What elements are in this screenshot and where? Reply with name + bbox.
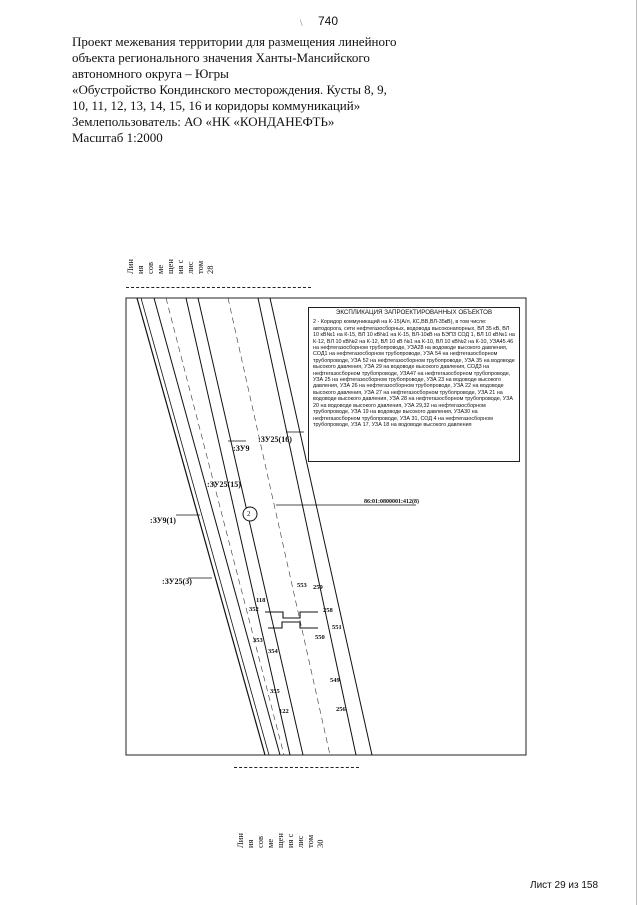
header-line: 10, 11, 12, 13, 14, 15, 16 и коридоры ко…: [72, 98, 361, 113]
point-number: 256: [336, 706, 346, 713]
bottom-label-part: Лин: [235, 833, 245, 848]
crossing-outline: [268, 621, 318, 629]
point-number: 259: [313, 584, 323, 591]
bottom-label-part: сов: [255, 835, 265, 848]
point-number: 118: [256, 597, 266, 604]
corridor-boundary-line: [136, 297, 266, 756]
parcel-label: :ЗУ25(16): [258, 435, 292, 444]
legend-box: ЭКСПЛИКАЦИЯ ЗАПРОЕКТИРОВАННЫХ ОБЪЕКТОВ 2…: [308, 307, 520, 462]
header-line: «Обустройство Кондинского месторождения.…: [72, 82, 387, 97]
corridor-marker-number: 2: [247, 510, 251, 518]
legend-body: 2 - Коридор коммуникаций на К-15(А/л, КС…: [313, 319, 515, 428]
bottom-label-part: ия с: [285, 833, 295, 848]
header-line: Землепользователь: АО «НК «КОНДАНЕФТЬ»: [72, 114, 335, 129]
header-line: Проект межевания территории для размещен…: [72, 34, 397, 49]
point-number: 550: [315, 634, 325, 641]
page-edge-rule: [636, 0, 637, 905]
bottom-label-part: щен: [275, 833, 285, 848]
header-line: Масштаб 1:2000: [72, 130, 163, 145]
point-number: 551: [332, 624, 342, 631]
bottom-label-part: ия: [245, 839, 255, 848]
corridor-axis-line: [165, 297, 285, 756]
parcel-label: :ЗУ25(15): [207, 480, 241, 489]
corridor-boundary-line: [140, 297, 270, 756]
header-line: автономного округа – Югры: [72, 66, 229, 81]
parcel-label: :ЗУ25(3): [162, 577, 192, 586]
point-number: 258: [323, 607, 333, 614]
bottom-match-line: [234, 767, 359, 768]
parcel-label: :ЗУ9: [233, 444, 250, 453]
corridor-boundary-line: [153, 297, 281, 756]
point-number: 549: [330, 677, 340, 684]
corridor-marker-circle: [242, 506, 258, 522]
point-number: 354: [268, 648, 278, 655]
page-number: 740: [318, 14, 339, 28]
document-header: Проект межевания территории для размещен…: [72, 34, 402, 146]
bottom-label-part: лис: [295, 835, 305, 848]
corridor-boundary-line: [257, 297, 357, 756]
scan-mark: \: [300, 18, 303, 28]
point-number: 355: [270, 688, 280, 695]
corridor-boundary-line: [197, 297, 304, 756]
bottom-label-part: ме: [265, 838, 275, 848]
sheet-counter: Лист 29 из 158: [530, 880, 599, 891]
point-number: 553: [297, 582, 307, 589]
bottom-label-part: том: [305, 834, 315, 848]
bottom-label-part: 30: [315, 839, 325, 849]
cadastral-number-label: 86:01:0800001:412(8): [364, 499, 419, 505]
corridor-boundary-line: [269, 297, 373, 756]
crossing-outline: [265, 611, 318, 619]
top-match-line: [126, 287, 311, 288]
corridor-boundary-line: [185, 297, 291, 756]
point-number: 122: [279, 708, 289, 715]
parcel-label: :ЗУ9(1): [150, 516, 176, 525]
drawing-frame: [125, 297, 527, 756]
corridor-axis-line: [227, 297, 331, 756]
header-line: объекта регионального значения Ханты-Ман…: [72, 50, 370, 65]
point-number: 353: [253, 637, 263, 644]
point-number: 352: [249, 606, 259, 613]
legend-title: ЭКСПЛИКАЦИЯ ЗАПРОЕКТИРОВАННЫХ ОБЪЕКТОВ: [335, 309, 493, 316]
